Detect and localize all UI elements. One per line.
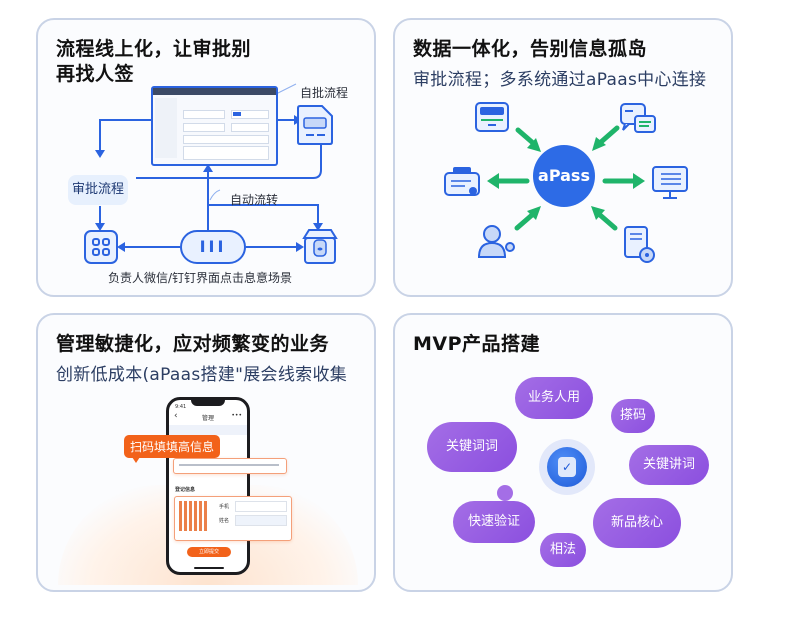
card-title: 管理敏捷化，应对频繁变的业务 xyxy=(56,333,330,355)
page-banner xyxy=(480,107,504,115)
phone-section-label: 登记信息 xyxy=(175,487,196,493)
arrow-in-bottom-left xyxy=(514,212,535,231)
message-center-node: III xyxy=(180,230,246,264)
card-title: MVP产品搭建 xyxy=(413,333,541,355)
phone-notch xyxy=(191,400,225,406)
printer-icon xyxy=(443,165,483,203)
bubble-business-users: 业务人用 xyxy=(515,377,593,419)
mvp-core-badge: ✓ xyxy=(539,439,595,495)
arrowhead xyxy=(591,206,605,220)
back-icon[interactable]: ‹ xyxy=(174,411,178,421)
registration-form-card: 手机 姓名 xyxy=(174,496,292,541)
card-mvp-build: MVP产品搭建 业务人用 搽码 关键词词 关键讲词 快速验证 新品核心 相法 ✓ xyxy=(393,313,733,592)
bubble-fast-validation: 快速验证 xyxy=(453,501,535,543)
arrowhead xyxy=(633,173,645,189)
arrowhead xyxy=(296,242,304,252)
field-phone-label: 手机 xyxy=(219,504,230,510)
form-field xyxy=(231,123,269,132)
arrowhead xyxy=(592,137,606,151)
title-line-1: 流程线上化，让审批别 xyxy=(56,38,252,60)
check-shield-icon: ✓ xyxy=(558,457,576,477)
arrowhead xyxy=(117,242,125,252)
window-titlebar xyxy=(153,88,276,95)
form-textarea xyxy=(183,146,269,160)
user-profile-icon xyxy=(477,223,517,265)
core-circle: ✓ xyxy=(547,447,587,487)
line-doc-to-approval xyxy=(136,145,322,179)
label-leader-line xyxy=(209,189,221,201)
apps-grid-icon xyxy=(84,230,118,264)
arrow-window-to-approval xyxy=(99,119,151,152)
phone-mockup: 9:41 ‹ 管理 ••• 登记信息 立即提交 xyxy=(166,397,250,575)
info-banner xyxy=(173,458,287,474)
arrowhead xyxy=(527,206,541,220)
web-page-icon xyxy=(475,102,509,132)
form-field xyxy=(183,110,225,119)
page-line xyxy=(488,124,496,126)
arrow-auto-to-box xyxy=(208,204,319,225)
form-field-tag xyxy=(233,112,241,116)
scan-to-fill-tag: 扫码填填高信息 xyxy=(124,435,221,463)
arrowhead xyxy=(95,223,105,231)
arrow-in-top-right xyxy=(598,125,620,145)
card-data-integration: 数据一体化，告别信息孤岛 审批流程；多系统通过aPaas中心连接 aPass xyxy=(393,18,733,297)
form-field xyxy=(231,110,269,119)
document-icon xyxy=(296,104,334,150)
chat-messages-icon xyxy=(619,102,659,140)
arrowhead xyxy=(527,138,541,152)
approval-flow-node: 审批流程 xyxy=(68,175,128,205)
window-sidebar xyxy=(155,98,177,158)
bubble-new-product-core: 新品核心 xyxy=(593,498,681,548)
field-phone-input[interactable] xyxy=(235,501,287,512)
card-subtitle: 审批流程；多系统通过aPaas中心连接 xyxy=(413,70,707,90)
field-name-input[interactable] xyxy=(235,515,287,526)
bubble-dot xyxy=(497,485,513,501)
field-name-label: 姓名 xyxy=(219,518,230,524)
lock-box-icon xyxy=(301,226,339,270)
arrowhead xyxy=(313,223,323,231)
phone-time: 9:41 xyxy=(175,404,187,410)
approval-flow-label: 自批流程 xyxy=(300,86,349,100)
bubble-idea: 相法 xyxy=(540,533,586,567)
arrowhead xyxy=(203,164,213,172)
monitor-icon xyxy=(651,165,691,205)
form-field xyxy=(183,123,225,132)
bubble-scan-code: 搽码 xyxy=(611,399,655,433)
qr-code xyxy=(179,501,209,531)
banner-text-line xyxy=(179,464,279,466)
form-field xyxy=(183,135,269,144)
arrowhead xyxy=(95,150,105,158)
form-window-mockup xyxy=(151,86,278,166)
label-leader-line xyxy=(275,83,297,95)
caption: 负责人微信/钉钉界面点击息意场景 xyxy=(108,271,293,285)
hub-arrows xyxy=(487,125,645,231)
home-indicator xyxy=(194,567,224,569)
document-settings-icon xyxy=(623,225,659,269)
bubble-keywords-left: 关键词词 xyxy=(427,422,517,472)
arrow-in-top-left xyxy=(515,127,536,146)
card-title: 数据一体化，告别信息孤岛 xyxy=(413,38,648,60)
phone-header-title: 管理 xyxy=(201,415,214,422)
arrowhead xyxy=(487,173,499,189)
more-icon[interactable]: ••• xyxy=(231,412,242,419)
card-title: 流程线上化，让审批别 再找人签 xyxy=(56,37,251,87)
card-subtitle: 创新低成本(aPaas搭建"展会线索收集 xyxy=(56,365,348,385)
card-process-online: 流程线上化，让审批别 再找人签 xyxy=(36,18,376,297)
submit-button[interactable]: 立即提交 xyxy=(187,547,231,557)
page-line xyxy=(481,119,503,121)
card-agile-management: 管理敏捷化，应对频繁变的业务 创新低成本(aPaas搭建"展会线索收集 9:41… xyxy=(36,313,376,592)
bubble-keywords-right: 关键讲词 xyxy=(629,445,709,485)
arrow-in-bottom-right xyxy=(597,212,618,231)
auto-transfer-label: 自动流转 xyxy=(230,193,279,207)
phone-info-strip xyxy=(169,425,247,435)
apaas-hub: aPass xyxy=(533,145,595,207)
title-line-2: 再找人签 xyxy=(56,63,135,85)
